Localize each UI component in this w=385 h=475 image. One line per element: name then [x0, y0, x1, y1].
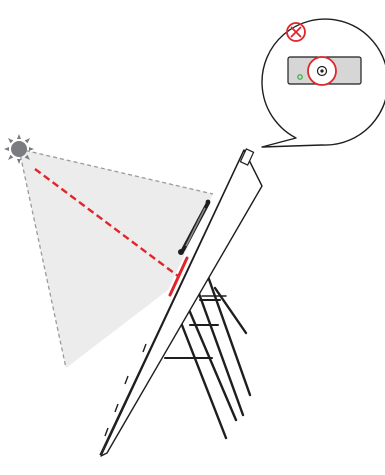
stand-leg-rear-3: [195, 286, 245, 417]
sensor-device: [287, 56, 362, 86]
light-cone-left-edge: [18, 148, 67, 369]
rod-tip: [205, 199, 211, 205]
sun-rays: [4, 134, 34, 164]
stand-leg-rear-1: [203, 266, 252, 397]
target-dot-icon: [307, 56, 337, 86]
sensor-strip: [168, 256, 189, 297]
indicator-led: [297, 74, 303, 80]
light-beam: [34, 168, 179, 277]
rod-highlight: [185, 207, 206, 247]
sun-core: [11, 141, 27, 157]
sun-icon: [4, 134, 34, 164]
rod-base: [178, 249, 184, 255]
panel-front-edge: [99, 149, 245, 456]
light-cone-fill: [19, 149, 213, 368]
stand-leg-rear-5: [178, 318, 228, 440]
solar-panel: [99, 148, 263, 457]
sensor-rod: [178, 199, 211, 255]
panel-face: [100, 149, 263, 457]
x-in-circle-icon: [286, 22, 306, 42]
easel-stand: [164, 266, 252, 440]
panel-edge-ticks: [104, 343, 147, 437]
panel-top-clip: [239, 148, 255, 166]
light-cone: [18, 148, 214, 369]
light-cone-top-edge: [18, 148, 214, 195]
